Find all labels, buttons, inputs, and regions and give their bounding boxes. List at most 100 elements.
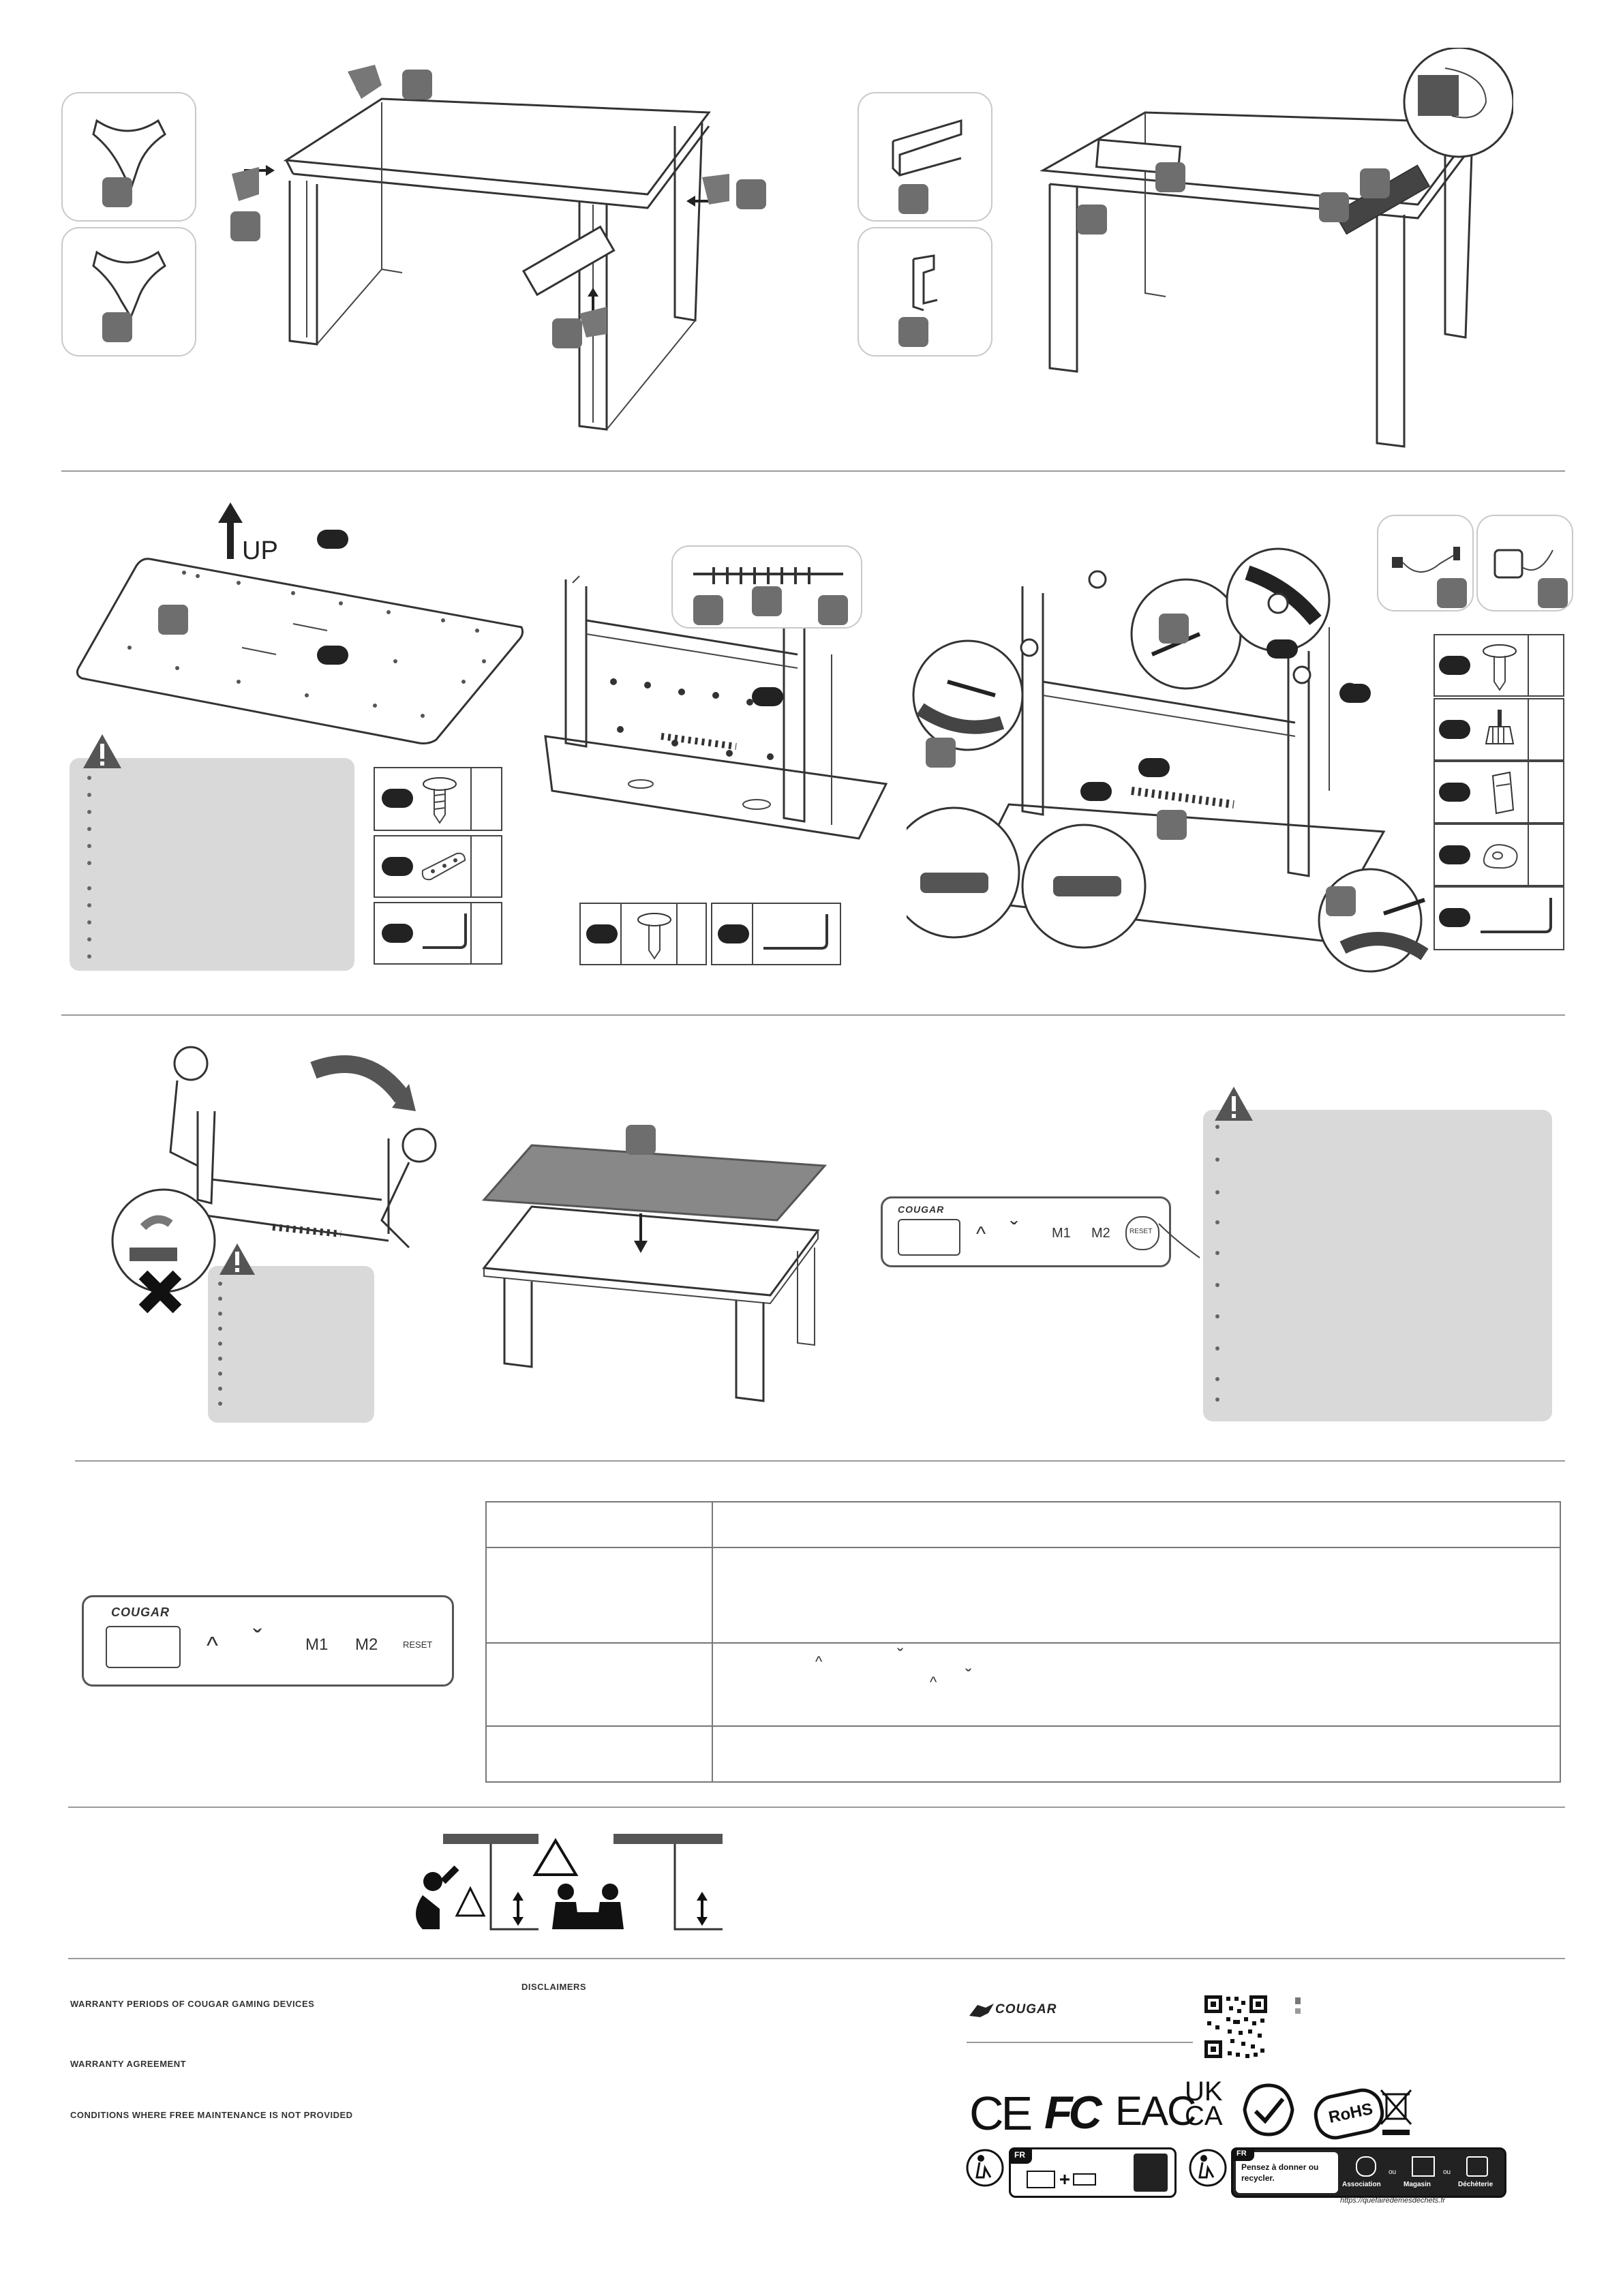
bullet <box>1215 1125 1219 1129</box>
step-badge <box>1439 656 1470 675</box>
m1-button[interactable]: M1 <box>305 1635 329 1654</box>
part-badge <box>693 595 723 625</box>
step-badge <box>317 646 348 665</box>
bullet <box>1215 1220 1219 1224</box>
callout-line <box>1158 1223 1200 1258</box>
m2-button[interactable]: M2 <box>1091 1226 1110 1241</box>
step-badge <box>1439 845 1470 864</box>
table-row: ^ ˇ ^ ˇ <box>485 1642 1561 1727</box>
down-button[interactable]: ˇ <box>1010 1218 1018 1243</box>
down-arrow-symbol: ˇ <box>965 1665 972 1687</box>
fcc-mark: FC <box>1044 2087 1102 2139</box>
ukca-mark: UK CA <box>1185 2076 1223 2131</box>
screw-partbox-c <box>1434 634 1564 697</box>
step-badge <box>1339 684 1371 703</box>
section-divider <box>61 1014 1565 1016</box>
bullet <box>87 810 91 814</box>
give-recycle-text: Pensez à donner ou recycler. <box>1241 2162 1319 2183</box>
part-badge <box>402 70 432 100</box>
bullet <box>218 1387 222 1391</box>
strap-partbox <box>1434 824 1564 886</box>
flip-desk-diagram <box>111 1046 437 1314</box>
bullet <box>1215 1377 1219 1381</box>
divider <box>470 836 472 896</box>
triman-icon <box>1189 2149 1227 2187</box>
bullet <box>218 1297 222 1301</box>
warning-icon <box>83 734 121 768</box>
warning-icon <box>219 1243 255 1275</box>
controller-panel: COUGAR ^ ˇ M1 M2 RESET <box>881 1196 1171 1267</box>
up-button[interactable]: ^ <box>976 1223 986 1245</box>
bullet <box>1215 1398 1219 1402</box>
step-badge <box>752 687 783 706</box>
association-label: Association <box>1342 2181 1381 2188</box>
desk-frame-corners-diagram <box>232 65 729 431</box>
controller-functions-table: ^ ˇ ^ ˇ <box>485 1501 1561 1783</box>
social-icon <box>1295 1997 1301 2004</box>
rcm-mark-icon <box>1243 2083 1294 2136</box>
bullet <box>1215 1283 1219 1287</box>
part-badge <box>926 738 956 768</box>
brand-logo: COUGAR <box>898 1204 945 1215</box>
step-badge <box>382 789 413 808</box>
footer-underline <box>967 2042 1193 2043</box>
step-badge <box>1439 720 1470 739</box>
bullet <box>87 776 91 780</box>
divider <box>752 904 753 964</box>
reset-button[interactable]: RESET <box>1125 1216 1159 1250</box>
bullet <box>218 1402 222 1406</box>
section-divider <box>61 470 1565 472</box>
power-cable-card <box>1377 515 1474 611</box>
cougar-head-icon <box>969 2004 994 2017</box>
divider <box>470 903 472 963</box>
rohs-text: RoHS <box>1326 2099 1375 2127</box>
screw-partbox <box>374 767 502 831</box>
recycling-url[interactable]: https://quefairedemesdechets.fr <box>1340 2196 1446 2205</box>
bullet <box>218 1282 222 1286</box>
part-badge <box>158 605 188 635</box>
down-button[interactable]: ˇ <box>253 1625 262 1655</box>
recycling-info-box-right: Pensez à donner ou recycler. FR Associat… <box>1231 2147 1506 2198</box>
bullet <box>1215 1158 1219 1162</box>
divider <box>620 904 622 964</box>
social-icon <box>1295 2008 1301 2014</box>
bullet <box>87 844 91 848</box>
part-badge <box>102 312 132 342</box>
reset-button[interactable]: RESET <box>403 1640 433 1650</box>
waste-center-icon <box>1466 2156 1488 2177</box>
hex-key-icon <box>423 913 467 949</box>
warning-icon <box>1215 1087 1253 1121</box>
table-row <box>485 1547 1561 1644</box>
divider <box>676 904 678 964</box>
divider <box>1528 699 1529 759</box>
bullet <box>87 793 91 797</box>
bullet <box>218 1312 222 1316</box>
rohs-mark: RoHS <box>1310 2085 1388 2143</box>
step-badge <box>1439 908 1470 927</box>
m2-button[interactable]: M2 <box>355 1635 378 1654</box>
up-button[interactable]: ^ <box>207 1631 218 1659</box>
hex-key-icon <box>763 914 828 950</box>
bullet <box>1215 1251 1219 1255</box>
section-divider <box>68 1807 1565 1808</box>
reset-label: RESET <box>1129 1228 1153 1235</box>
plate-partbox <box>374 835 502 898</box>
display-screen <box>898 1219 960 1256</box>
screw-partbox-b <box>579 903 707 965</box>
part-badge <box>1077 205 1107 235</box>
part-badge <box>898 317 928 347</box>
up-label: UP <box>242 537 278 565</box>
bullet <box>87 886 91 890</box>
frame-on-tabletop-diagram <box>544 575 888 840</box>
store-icon <box>1412 2156 1435 2177</box>
screw-icon <box>423 777 457 824</box>
hex-key-partbox-b <box>711 903 841 965</box>
bullet <box>87 827 91 831</box>
bullet <box>87 937 91 941</box>
weee-bin-icon <box>1380 2089 1412 2135</box>
down-arrow-symbol: ˇ <box>897 1645 904 1666</box>
bullet <box>87 861 91 865</box>
part-badge <box>752 586 782 616</box>
section-divider <box>68 1958 1565 1959</box>
m1-button[interactable]: M1 <box>1052 1226 1071 1241</box>
